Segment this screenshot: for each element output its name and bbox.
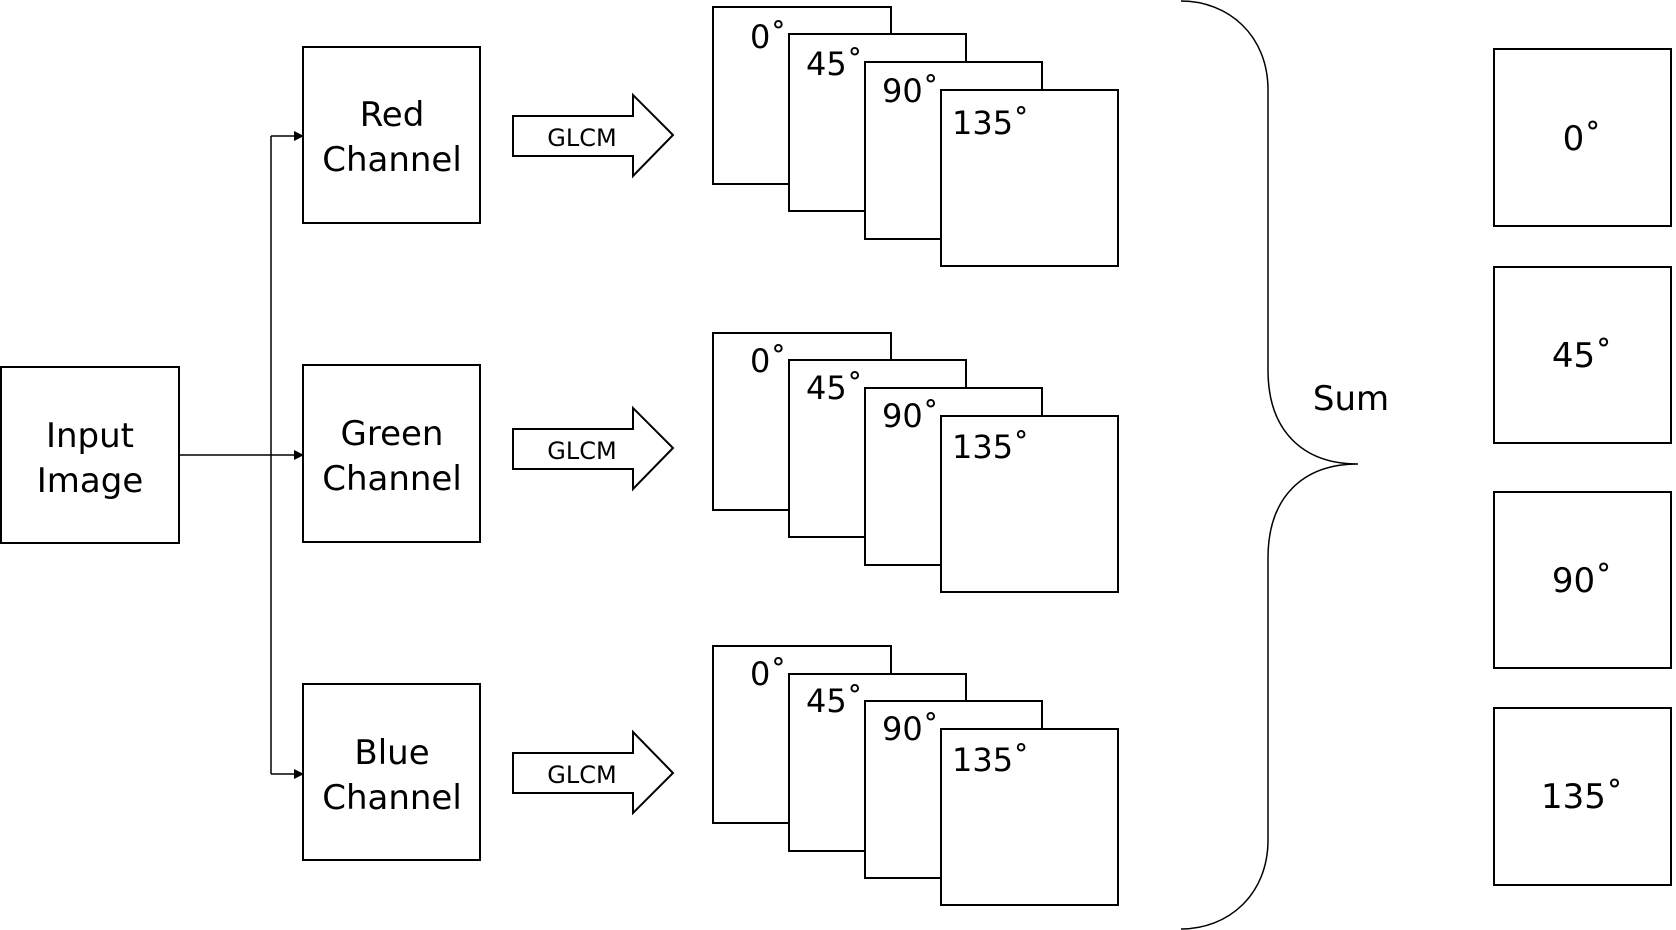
glcm-angle-blue-135: 135˚ (952, 741, 1029, 779)
glcm-angle-red-0: 0˚ (750, 18, 786, 56)
output-box-135: 135˚ (1493, 707, 1672, 886)
red-channel-box: Red Channel (302, 46, 481, 224)
green-channel-box: Green Channel (302, 364, 481, 543)
glcm-card-red-135 (940, 89, 1119, 267)
glcm-angle-blue-90: 90˚ (882, 710, 939, 748)
output-angle-45: 45˚ (1552, 336, 1612, 376)
input-label-line1: Input (46, 416, 134, 456)
glcm-arrow-blue: GLCM (512, 729, 675, 816)
output-box-0: 0˚ (1493, 48, 1672, 227)
output-angle-90: 90˚ (1552, 561, 1612, 601)
glcm-angle-green-0: 0˚ (750, 342, 786, 380)
glcm-label-blue: GLCM (547, 761, 616, 789)
glcm-card-blue-135 (940, 728, 1119, 906)
glcm-angle-green-135: 135˚ (952, 428, 1029, 466)
glcm-angle-green-90: 90˚ (882, 397, 939, 435)
glcm-angle-red-135: 135˚ (952, 104, 1029, 142)
red-channel-line1: Red (360, 95, 425, 135)
input-image-box: Input Image (0, 366, 180, 544)
output-box-45: 45˚ (1493, 266, 1672, 444)
glcm-stack-red: 0˚ 45˚ 90˚ 135˚ (712, 6, 1119, 267)
glcm-angle-red-45: 45˚ (806, 45, 863, 83)
glcm-stack-green: 0˚ 45˚ 90˚ 135˚ (712, 332, 1119, 593)
glcm-arrow-red: GLCM (512, 92, 675, 179)
output-angle-0: 0˚ (1563, 119, 1602, 159)
green-channel-line2: Channel (322, 459, 462, 499)
sum-label: Sum (1313, 379, 1389, 419)
glcm-label-green: GLCM (547, 437, 616, 465)
glcm-label-red: GLCM (547, 124, 616, 152)
glcm-stack-blue: 0˚ 45˚ 90˚ 135˚ (712, 645, 1119, 906)
blue-channel-line1: Blue (354, 733, 429, 773)
glcm-arrow-green: GLCM (512, 405, 675, 492)
glcm-angle-green-45: 45˚ (806, 369, 863, 407)
glcm-card-green-135 (940, 415, 1119, 593)
input-label-line2: Image (37, 461, 143, 501)
output-angle-135: 135˚ (1541, 777, 1623, 817)
glcm-angle-blue-45: 45˚ (806, 682, 863, 720)
red-channel-line2: Channel (322, 140, 462, 180)
blue-channel-line2: Channel (322, 778, 462, 818)
glcm-angle-red-90: 90˚ (882, 72, 939, 110)
output-box-90: 90˚ (1493, 491, 1672, 669)
sum-brace (1180, 0, 1359, 930)
green-channel-line1: Green (341, 414, 444, 454)
blue-channel-box: Blue Channel (302, 683, 481, 861)
glcm-angle-blue-0: 0˚ (750, 655, 786, 693)
branch-connector (179, 131, 304, 779)
